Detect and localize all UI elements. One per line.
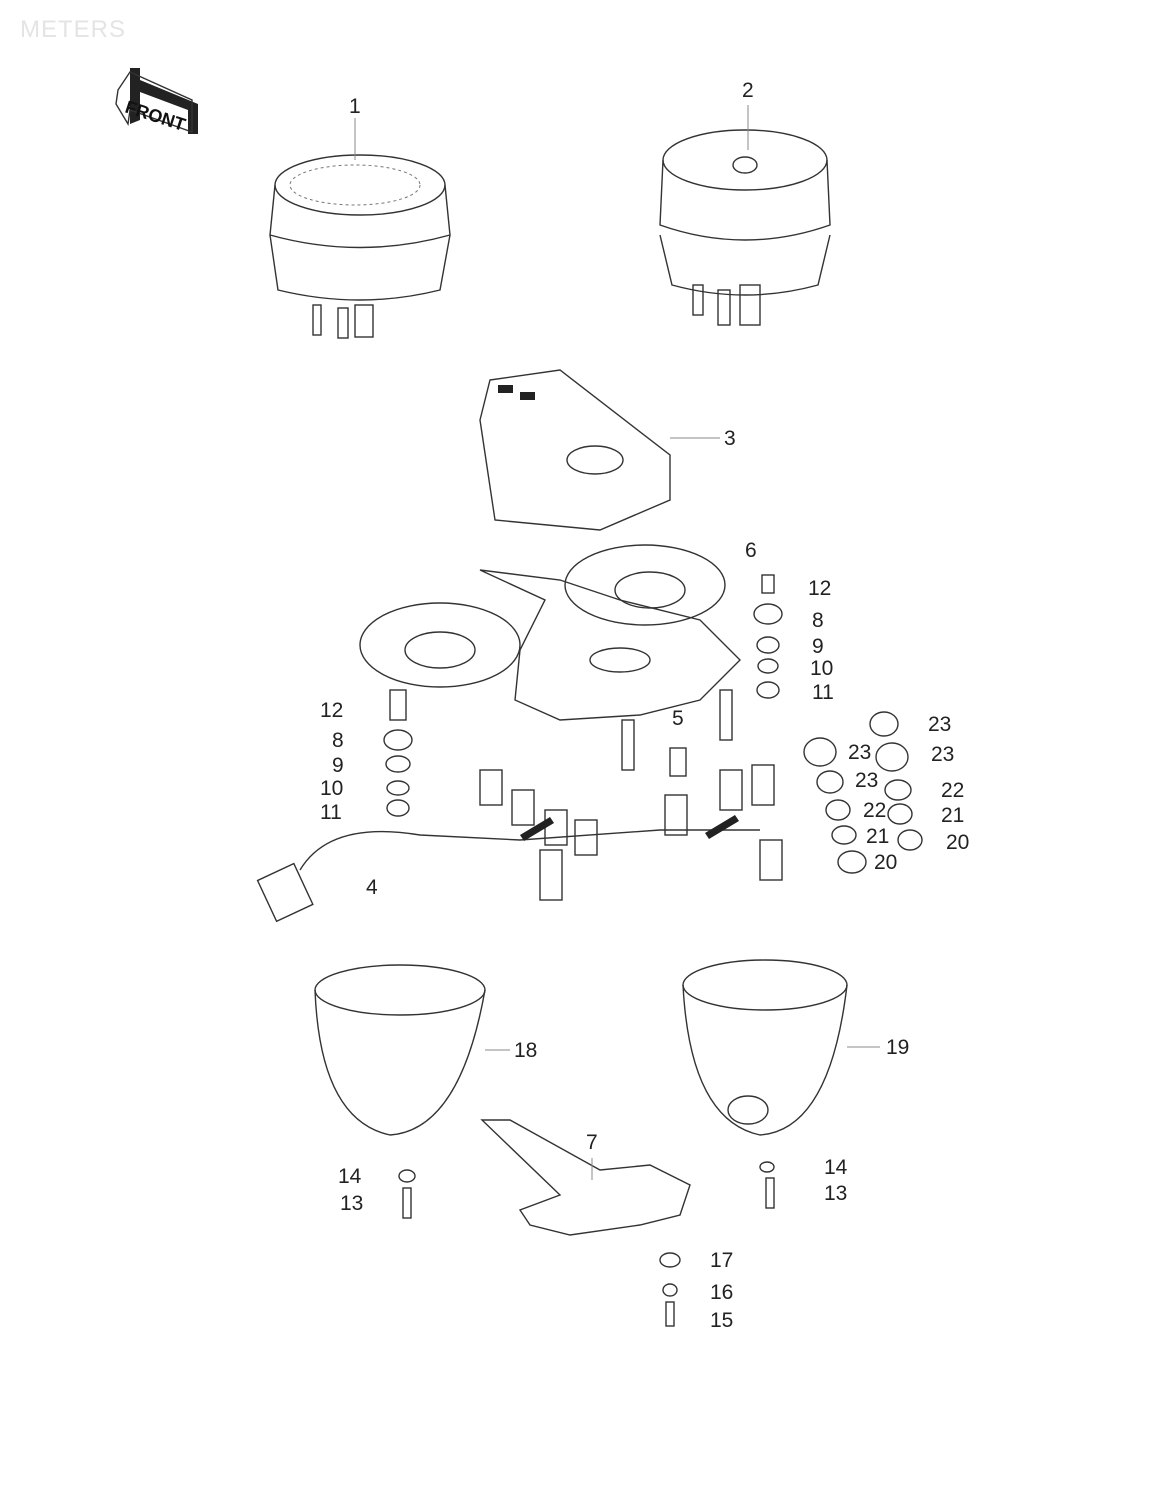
diagram-title: METERS	[20, 16, 127, 43]
meter-lamp-socket-harness	[256, 764, 783, 923]
callout-23: 23	[931, 743, 955, 766]
callout-1: 1	[349, 95, 361, 118]
callout-9: 9	[812, 635, 824, 658]
callout-5: 5	[672, 707, 684, 730]
callout-10: 10	[810, 657, 834, 680]
callout-8: 8	[332, 729, 344, 752]
callout-22: 22	[863, 799, 887, 822]
callout-16: 16	[710, 1281, 734, 1304]
callout-20: 20	[874, 851, 898, 874]
callout-20: 20	[946, 831, 970, 854]
callout-8: 8	[812, 609, 824, 632]
callout-12: 12	[320, 699, 344, 722]
meter-cover	[480, 1119, 691, 1236]
callout-10: 10	[320, 777, 344, 800]
callout-6: 6	[745, 539, 757, 562]
callout-9: 9	[332, 754, 344, 777]
callout-14: 14	[824, 1156, 848, 1179]
indicator-light-housing	[479, 369, 720, 531]
meter-case-right	[682, 959, 880, 1136]
callout-13: 13	[824, 1182, 848, 1205]
callout-21: 21	[941, 804, 965, 827]
speedometer	[269, 118, 451, 339]
callout-23: 23	[848, 741, 872, 764]
callout-3: 3	[724, 427, 736, 450]
callout-15: 15	[710, 1309, 734, 1332]
callout-13: 13	[340, 1192, 364, 1215]
callout-4: 4	[366, 876, 378, 899]
grommets-and-nuts	[803, 711, 923, 874]
callout-23: 23	[855, 769, 879, 792]
callout-12: 12	[808, 577, 832, 600]
fastener-stack-right	[383, 574, 783, 817]
callout-17: 17	[710, 1249, 734, 1272]
meter-bracket	[359, 544, 741, 771]
front-arrow-icon: FRONT	[115, 68, 198, 135]
callout-11: 11	[320, 801, 342, 824]
callout-2: 2	[742, 79, 754, 102]
tachometer	[659, 105, 831, 326]
meter-case-left	[314, 964, 510, 1136]
callout-11: 11	[812, 681, 834, 704]
callout-18: 18	[514, 1039, 538, 1062]
callout-22: 22	[941, 779, 965, 802]
screws-and-washers	[398, 1161, 775, 1327]
callout-23: 23	[928, 713, 952, 736]
callout-14: 14	[338, 1165, 362, 1188]
callout-7: 7	[586, 1131, 598, 1154]
callout-21: 21	[866, 825, 890, 848]
callout-19: 19	[886, 1036, 910, 1059]
